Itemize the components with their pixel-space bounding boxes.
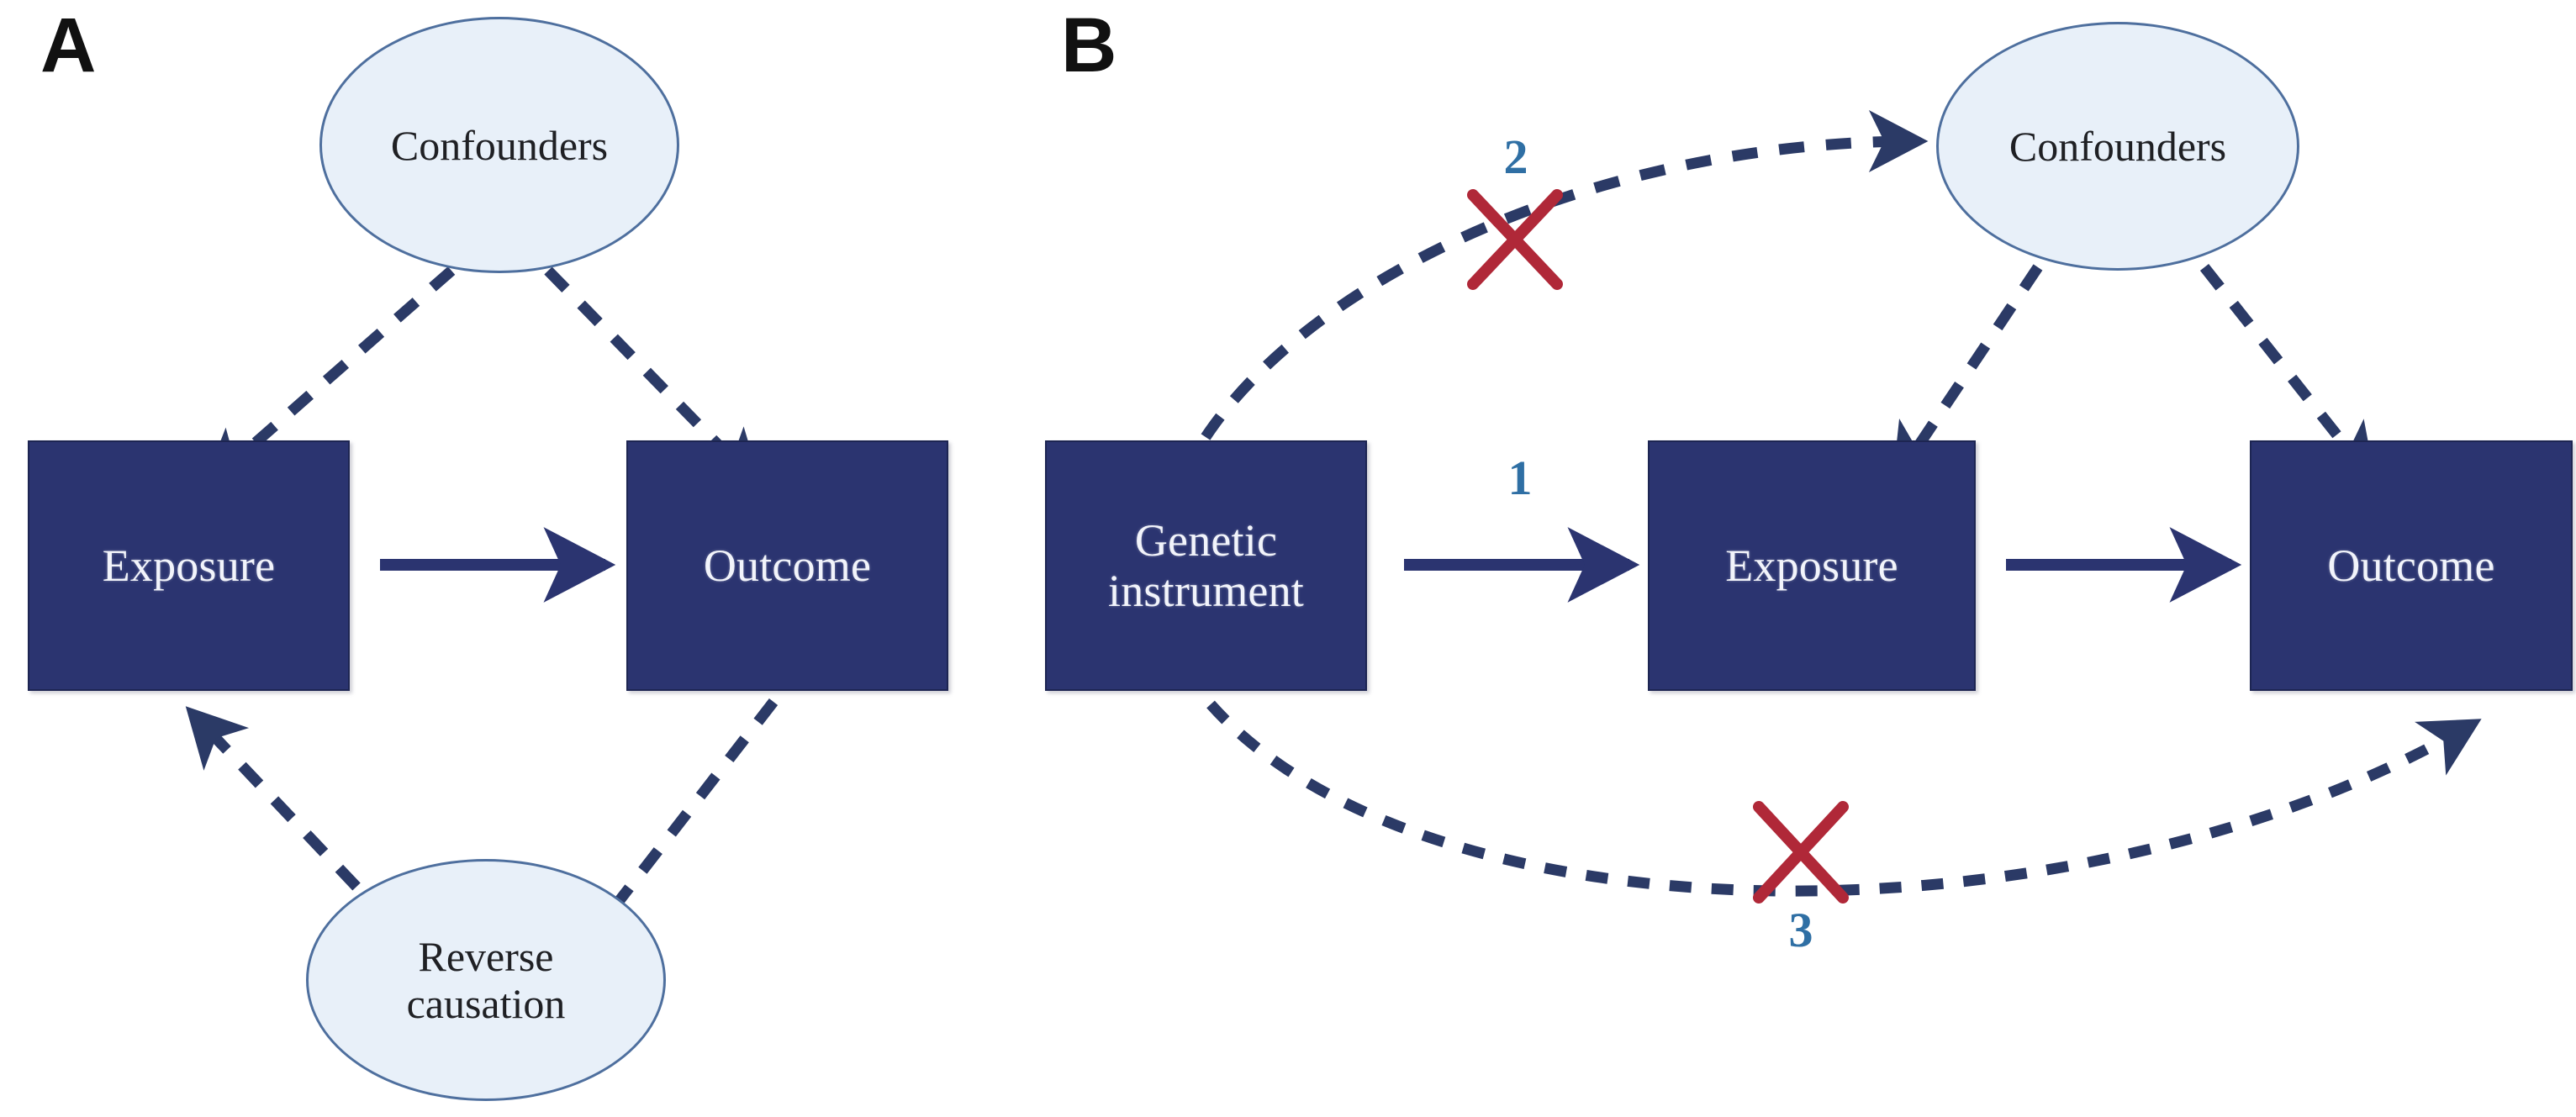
panel-label-b: B xyxy=(1061,3,1117,88)
node-reverse-causation-a-line2: causation xyxy=(406,980,566,1027)
assumption-label-3: 3 xyxy=(1788,903,1813,957)
node-reverse-causation-a[interactable]: Reverse causation xyxy=(306,859,666,1101)
node-confounders-b[interactable]: Confounders xyxy=(1936,22,2299,271)
cross-mark-icon-2 xyxy=(1467,189,1563,290)
node-outcome-b[interactable]: Outcome xyxy=(2250,440,2573,691)
node-confounders-a[interactable]: Confounders xyxy=(319,17,679,273)
node-genetic-instrument-b-line2: instrument xyxy=(1108,566,1304,616)
node-exposure-a-label: Exposure xyxy=(102,540,276,591)
node-exposure-b-label: Exposure xyxy=(1725,540,1898,591)
panel-label-a: A xyxy=(40,3,97,88)
node-genetic-instrument-b-line1: Genetic xyxy=(1134,514,1278,566)
node-reverse-causation-a-line1: Reverse xyxy=(418,933,554,980)
node-outcome-b-label: Outcome xyxy=(2327,540,2495,591)
node-exposure-b[interactable]: Exposure xyxy=(1648,440,1976,691)
edge-confounders-to-exposure-a xyxy=(201,266,456,490)
node-confounders-b-label: Confounders xyxy=(2009,123,2227,170)
node-genetic-instrument-b-label: Genetic instrument xyxy=(1095,515,1317,617)
node-reverse-causation-a-label: Reverse causation xyxy=(407,933,566,1027)
assumption-label-2: 2 xyxy=(1503,129,1528,184)
node-exposure-a[interactable]: Exposure xyxy=(28,440,350,691)
assumption-label-1: 1 xyxy=(1507,450,1533,505)
node-outcome-a-label: Outcome xyxy=(703,540,872,591)
node-genetic-instrument-b[interactable]: Genetic instrument xyxy=(1045,440,1367,691)
node-confounders-a-label: Confounders xyxy=(390,121,609,169)
cross-mark-icon-3 xyxy=(1753,801,1849,904)
edge-genetic-to-outcome-b xyxy=(1206,700,2482,897)
node-outcome-a[interactable]: Outcome xyxy=(626,440,948,691)
edge-genetic-to-confounders-b xyxy=(1201,110,1929,440)
edge-outcome-to-reverse-causation-a xyxy=(612,698,779,907)
edge-reverse-causation-to-exposure-a xyxy=(185,706,361,891)
